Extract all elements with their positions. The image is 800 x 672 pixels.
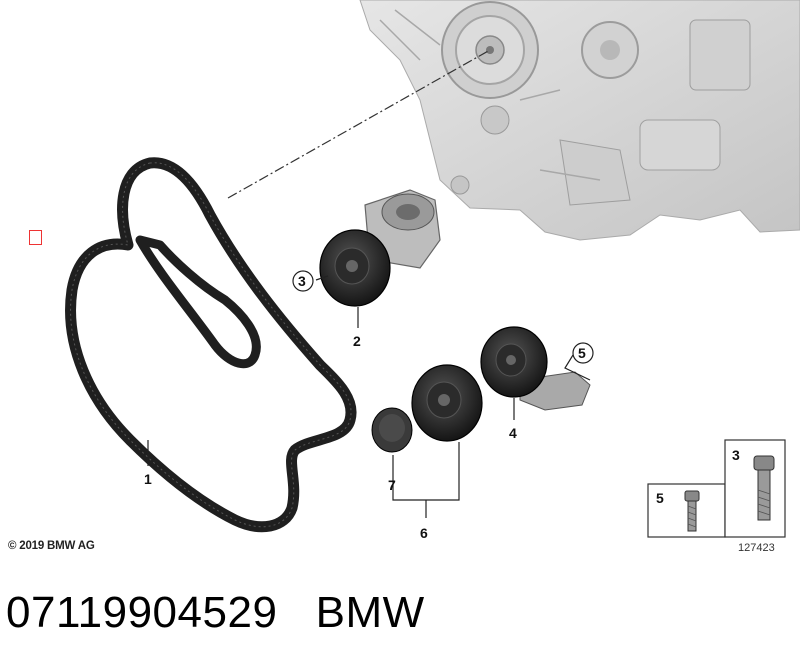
pulley: [411, 364, 483, 442]
callout-belt: 1: [144, 471, 152, 487]
callout-leaders: [147, 275, 591, 518]
parts-diagram: 1 2 3 4 5 6 7 5 3: [65, 0, 800, 541]
callout-tensioner-bolt: 5: [578, 345, 586, 361]
callout-tensioner-screw: 3: [298, 273, 306, 289]
callout-cap: 7: [388, 477, 396, 493]
tensioner: [480, 326, 591, 411]
idler-pulley: [319, 229, 391, 307]
large-bolt-icon: [753, 455, 775, 521]
inset-callout-large-bolt: 3: [732, 447, 740, 463]
diagram-number: 127423: [738, 542, 775, 554]
callout-circle-3: [292, 270, 314, 292]
part-number: 07119904529: [6, 588, 278, 637]
red-square-marker: [29, 230, 42, 245]
caption: 07119904529 BMW: [6, 588, 425, 638]
brand-name: BMW: [315, 588, 425, 637]
drive-belt: [65, 157, 357, 533]
cap: [371, 407, 413, 453]
small-bolt-icon: [684, 490, 700, 532]
callout-tensioner: 4: [509, 425, 517, 441]
leader-line: [227, 49, 491, 199]
bolt-inset: [647, 439, 786, 538]
copyright-text: © 2019 BMW AG: [8, 540, 95, 552]
engine-block: [359, 0, 800, 241]
inset-callout-small-bolt: 5: [656, 490, 664, 506]
callout-pulley-set: 6: [420, 525, 428, 541]
callout-idler-pulley: 2: [353, 333, 361, 349]
callout-circle-5: [572, 342, 594, 364]
